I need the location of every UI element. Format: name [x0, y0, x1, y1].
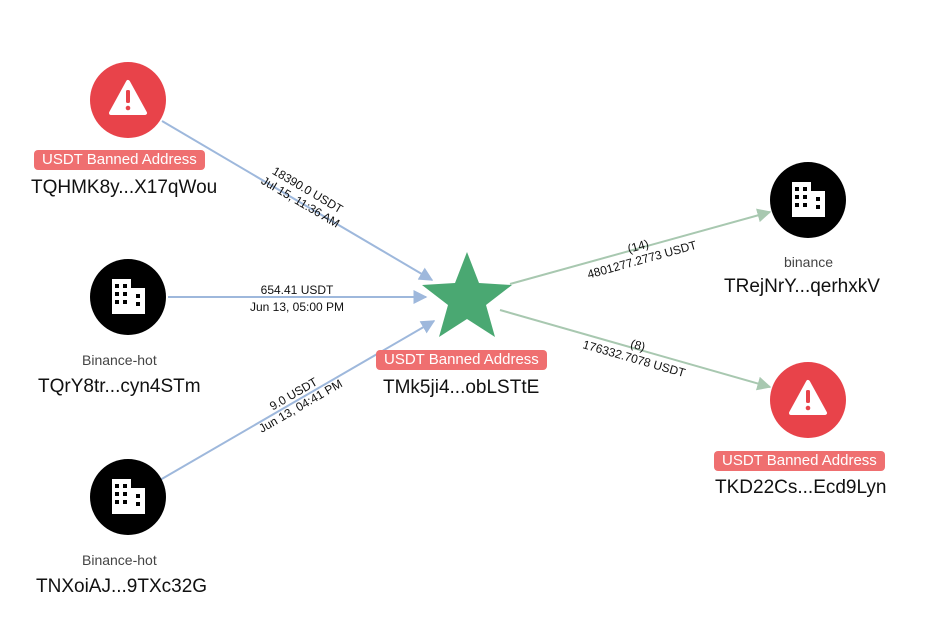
node-entity-label: Binance-hot [82, 352, 157, 368]
banned-address-tag: USDT Banned Address [376, 350, 547, 370]
banned-address-tag: USDT Banned Address [714, 451, 885, 471]
building-icon [112, 479, 145, 514]
node-n2[interactable] [90, 259, 166, 335]
edge-label-count: (8) [629, 337, 647, 355]
building-icon [112, 279, 145, 314]
edge-n3-center[interactable] [159, 320, 436, 481]
node-address[interactable]: TKD22Cs...Ecd9Lyn [715, 477, 887, 498]
edge-center-n5[interactable] [499, 309, 772, 391]
node-n3[interactable] [90, 459, 166, 535]
edge-label-time: Jun 13, 05:00 PM [250, 300, 344, 314]
star-icon [422, 252, 512, 337]
node-address[interactable]: TQrY8tr...cyn4STm [38, 376, 201, 397]
edge-label-amount: 654.41 USDT [261, 283, 334, 297]
node-address[interactable]: TNXoiAJ...9TXc32G [36, 576, 208, 597]
node-n1[interactable] [90, 62, 166, 138]
node-entity-label: Binance-hot [82, 552, 157, 568]
edge-n1-center[interactable] [161, 120, 434, 281]
node-address[interactable]: TRejNrY...qerhxkV [724, 276, 880, 297]
node-n4[interactable] [770, 162, 846, 238]
node-address[interactable]: TMk5ji4...obLSTtE [383, 377, 540, 398]
building-icon [792, 182, 825, 217]
node-center[interactable] [422, 252, 512, 337]
warning-icon [789, 380, 827, 415]
node-address[interactable]: TQHMK8y...X17qWou [31, 177, 218, 198]
edge-center-n4[interactable] [509, 208, 772, 285]
banned-address-tag: USDT Banned Address [34, 150, 205, 170]
edge-label-count: (14) [626, 237, 650, 256]
node-entity-label: binance [784, 254, 834, 270]
node-n5[interactable] [770, 362, 846, 438]
warning-icon [109, 80, 147, 115]
